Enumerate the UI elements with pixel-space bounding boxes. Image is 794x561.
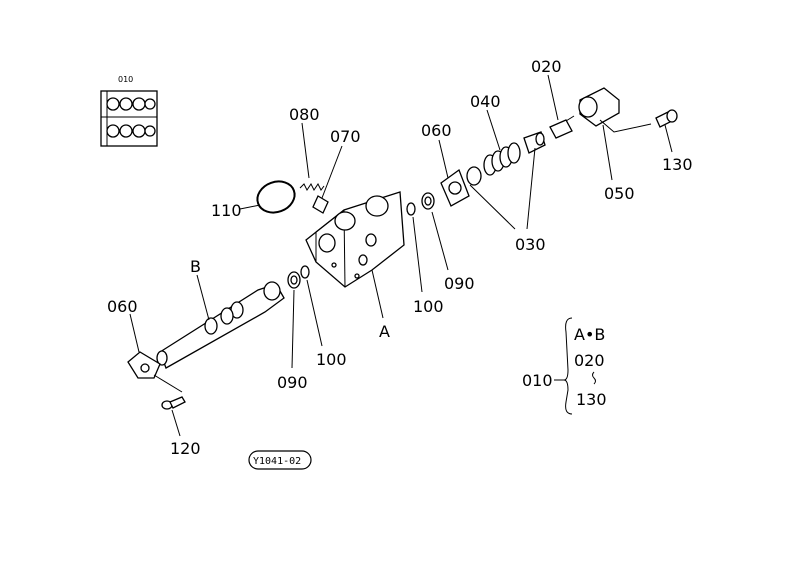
drawing-code-stamp: Y1041-02: [248, 450, 312, 470]
plug-070: [312, 195, 329, 214]
screw-130: [655, 109, 678, 128]
spring-040: [483, 142, 521, 176]
callout-030: 030: [515, 235, 546, 254]
callout-080: 080: [289, 105, 320, 124]
o-ring-100-left: [300, 265, 310, 279]
cap-050: [578, 87, 652, 133]
inset-assembly-thumbnail: 010: [100, 75, 158, 147]
callout-100-left: 100: [316, 350, 347, 369]
o-ring-100-right: [406, 202, 416, 216]
port-front: [318, 233, 336, 253]
assembly-legend: 010 A•B 020 130: [522, 317, 607, 415]
callout-a: A: [379, 322, 390, 341]
screw-120: [161, 396, 186, 410]
callout-060-left: 060: [107, 297, 138, 316]
callout-130: 130: [662, 155, 693, 174]
callout-labels: 020 040 060 080 070 110 130 050 030 090 …: [107, 57, 693, 458]
washer-090-left: [287, 271, 301, 289]
legend-range-tilde: [592, 371, 596, 385]
washer-090-right: [421, 192, 435, 210]
adjuster-020: [549, 115, 575, 139]
callout-b: B: [190, 257, 201, 276]
legend-line-ab: A•B: [574, 325, 605, 344]
callout-090-right: 090: [444, 274, 475, 293]
callout-060-top: 060: [421, 121, 452, 140]
relief-seat-030: [466, 166, 482, 186]
callout-010-inset: 010: [118, 75, 133, 84]
relief-poppet-030: [523, 131, 546, 154]
callout-050: 050: [604, 184, 635, 203]
port-top-left: [334, 211, 356, 231]
valve-body-a: [305, 191, 405, 288]
inset-valve-grid: [101, 91, 157, 146]
callout-040: 040: [470, 92, 501, 111]
drawing-code-text: Y1041-02: [253, 456, 301, 467]
port-top-right: [365, 195, 389, 217]
legend-assembly-number: 010: [522, 371, 553, 390]
leader-lines: [129, 74, 673, 437]
legend-brace: [563, 317, 573, 415]
spring-080: [299, 183, 325, 191]
callout-070: 070: [330, 127, 361, 146]
callout-100-right: 100: [413, 297, 444, 316]
o-ring-110: [256, 180, 296, 214]
cap-plate-060-top: [440, 168, 470, 207]
callout-120: 120: [170, 439, 201, 458]
legend-line-130: 130: [576, 390, 607, 409]
cap-plate-060-left: [127, 351, 183, 393]
spool-b: [156, 281, 285, 369]
callout-110: 110: [211, 201, 242, 220]
legend-line-020: 020: [574, 351, 605, 370]
callout-090-left: 090: [277, 373, 308, 392]
callout-020: 020: [531, 57, 562, 76]
